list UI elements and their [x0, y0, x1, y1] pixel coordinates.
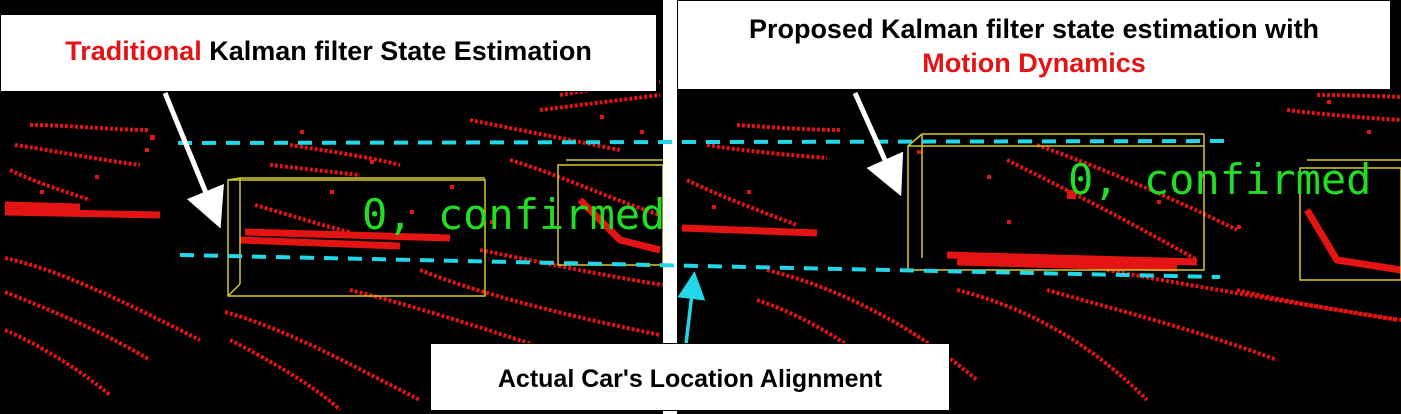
left-scatter-points [40, 115, 644, 224]
right-caption-highlight: Motion Dynamics [922, 47, 1146, 78]
right-bounding-box [907, 133, 1205, 271]
panel-divider [663, 0, 677, 414]
left-bounding-box [227, 177, 486, 297]
right-pointer-arrow [852, 91, 904, 197]
alignment-lines [177, 139, 1231, 279]
right-scatter-points [712, 100, 1371, 229]
right-scan-lines [686, 93, 1401, 402]
left-track-status: 0, confirmed [362, 190, 666, 239]
left-caption-highlight: Traditional [65, 36, 202, 66]
alignment-line-top [177, 139, 1231, 145]
left-caption-box: Traditional Kalman filter State Estimati… [0, 14, 657, 92]
alignment-caption-box: Actual Car's Location Alignment [430, 343, 950, 411]
right-pointcloud-scene [681, 93, 1401, 402]
right-dense-clusters [681, 208, 1401, 274]
left-partial-box [557, 159, 663, 266]
left-pointer-arrow [162, 92, 224, 229]
left-dense-clusters [4, 197, 661, 254]
alignment-pointer-arrow [677, 271, 706, 345]
right-caption-box: Proposed Kalman filter state estimation … [677, 0, 1391, 90]
left-caption-text: Kalman filter State Estimation [201, 36, 592, 66]
right-caption-line1: Proposed Kalman filter state estimation … [748, 14, 1320, 44]
right-track-status: 0, confirmed [1068, 155, 1372, 204]
right-partial-box [1299, 159, 1401, 281]
alignment-line-bottom [179, 253, 1221, 279]
